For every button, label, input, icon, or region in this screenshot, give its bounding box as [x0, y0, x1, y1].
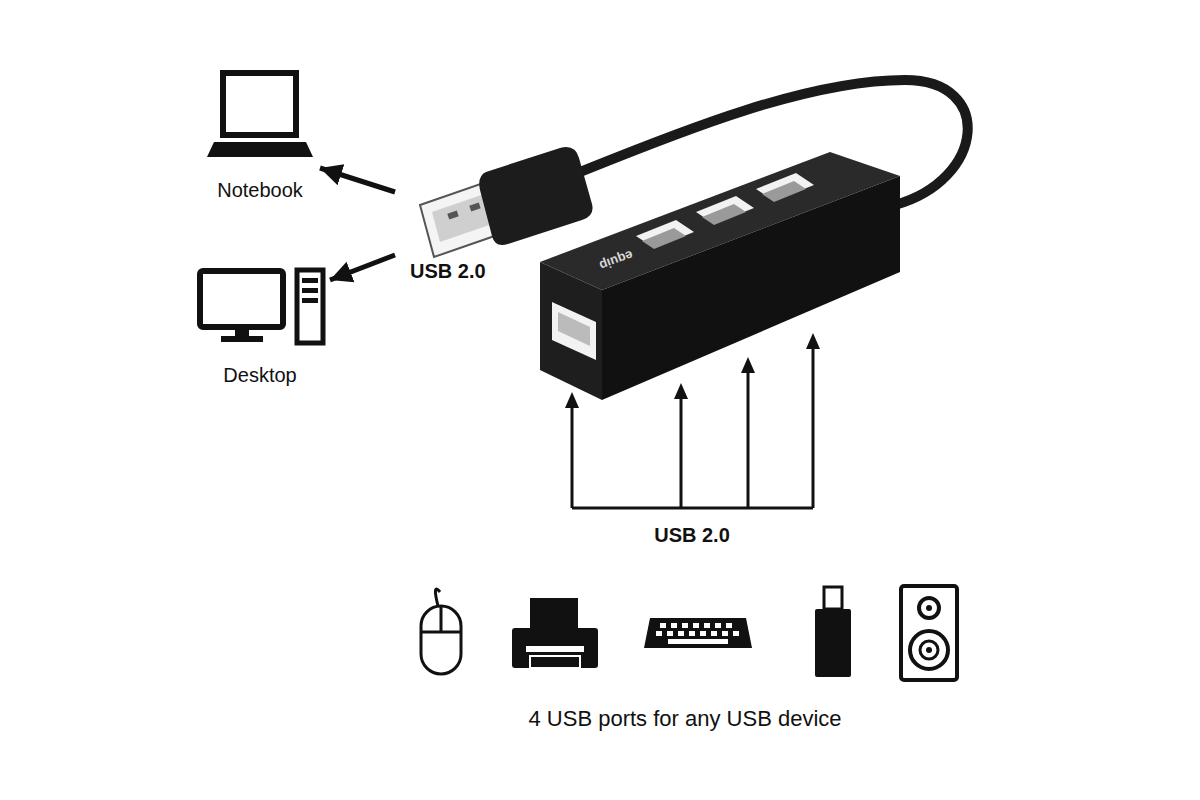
brand-logo: equip: [597, 248, 635, 274]
hub-node: equip: [395, 75, 990, 405]
mouse-icon: [421, 589, 461, 674]
connector-arrow: [330, 255, 395, 280]
desktop-icon: [200, 270, 323, 343]
interface-label: USB 2.0: [410, 260, 486, 283]
usb-plug: [420, 147, 593, 257]
desktop-node: Desktop: [190, 262, 330, 387]
speaker-icon: [901, 586, 957, 680]
caption: 4 USB ports for any USB device: [528, 706, 841, 732]
connector-arrow: [320, 168, 395, 192]
interface-label: USB 2.0: [654, 524, 730, 547]
device-label: Desktop: [223, 364, 296, 387]
notebook-node: Notebook: [200, 62, 320, 202]
port-bracket: [572, 345, 813, 508]
keyboard-icon: [644, 618, 752, 648]
usb-stick-icon: [815, 587, 851, 677]
usb-cable: [560, 80, 968, 205]
usb-hub: [540, 152, 900, 400]
notebook-icon: [207, 73, 313, 157]
printer-icon: [512, 598, 598, 668]
bracket-arrowheads: [565, 333, 820, 408]
device-label: Notebook: [217, 179, 303, 202]
